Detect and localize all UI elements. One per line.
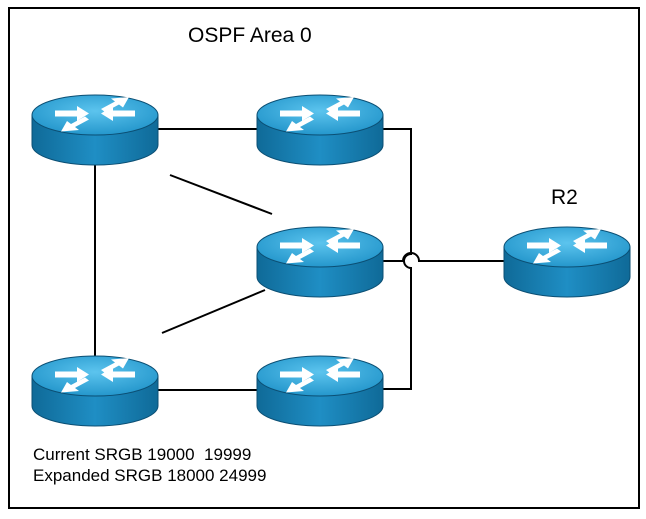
router-icon	[55, 358, 135, 393]
diagram-frame	[8, 7, 640, 509]
router-icon	[527, 229, 607, 264]
routers	[31, 94, 631, 427]
router-top-left	[31, 94, 159, 166]
router-icon	[280, 97, 360, 132]
router-center	[256, 226, 384, 298]
link-bl-mid	[161, 289, 266, 334]
srgb-expanded-text: Expanded SRGB 18000 24999	[33, 466, 267, 485]
link-tm-bm-trunk	[382, 128, 412, 390]
router-bottom-left	[31, 355, 159, 427]
router-r2-label: R2	[551, 186, 578, 209]
router-top-middle	[256, 94, 384, 166]
router-icon	[280, 229, 360, 264]
router-icon	[280, 358, 360, 393]
link-tl-mid	[169, 174, 273, 215]
router-bottom-middle	[256, 355, 384, 427]
router-icon	[55, 97, 135, 132]
srgb-current-text: Current SRGB 19000 19999	[33, 445, 252, 464]
links	[94, 128, 505, 391]
area-title: OSPF Area 0	[188, 24, 312, 47]
router-r2	[503, 226, 631, 298]
link-mid-r2	[382, 252, 505, 262]
